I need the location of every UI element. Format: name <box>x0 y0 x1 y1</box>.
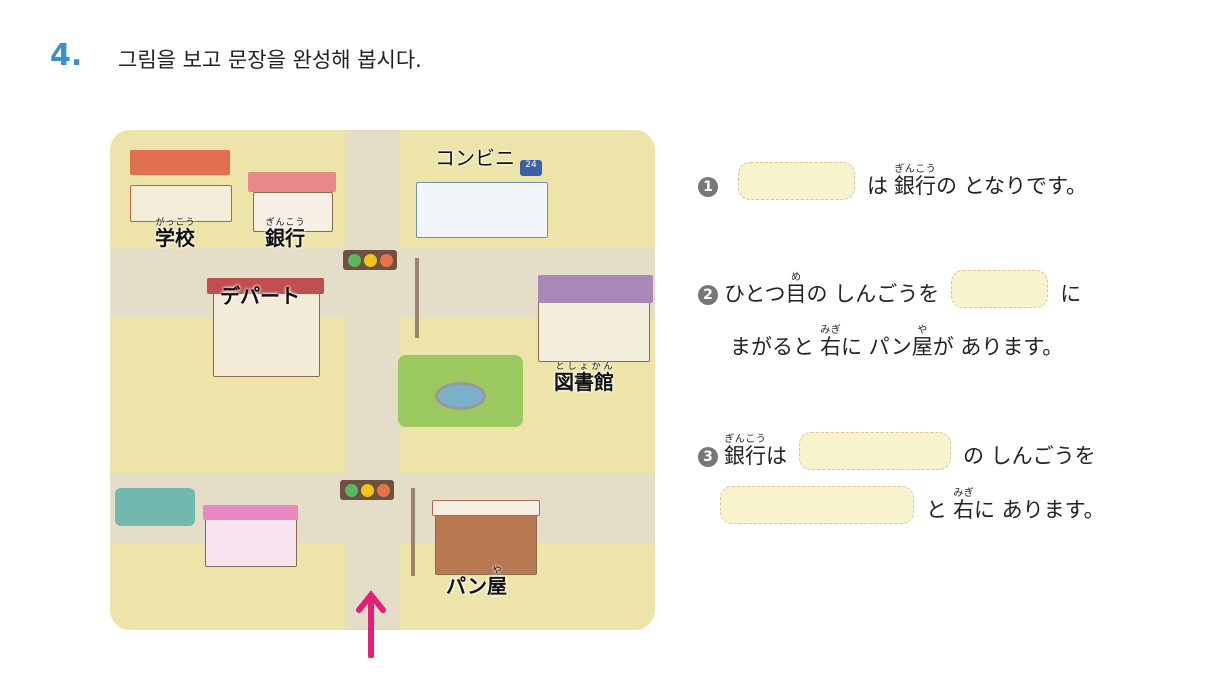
library-roof <box>538 275 653 303</box>
convenience-store-building <box>416 182 548 238</box>
traffic-light-second <box>340 480 394 500</box>
answer-blank-1[interactable] <box>738 162 855 200</box>
question-3-line-2: と 右みぎに あります。 <box>714 486 1105 524</box>
department-store-label: デパート <box>220 284 300 308</box>
answer-blank-3[interactable] <box>799 432 951 470</box>
flower-shop-awning <box>203 505 298 520</box>
number-badge: 3 <box>698 447 718 467</box>
number-badge: 1 <box>698 177 718 197</box>
text: に あります。 <box>974 498 1105 522</box>
bakery-building <box>435 513 537 575</box>
text: まがると <box>730 335 814 359</box>
bakery-roof <box>432 500 540 516</box>
24-hour-sign: 24 <box>520 160 542 176</box>
bank-word: 銀行ぎんこう <box>894 164 936 198</box>
text: の しんごうを <box>963 444 1096 468</box>
town-map: 学校がっこう 銀行ぎんこう コンビニ 24 デパート 図書館としょかん パン屋や <box>110 130 655 630</box>
traffic-light-pole <box>411 488 415 576</box>
number-badge: 2 <box>698 285 718 305</box>
school-roof <box>130 150 230 175</box>
bus <box>115 488 195 526</box>
bakery-label: パン屋や <box>446 566 507 598</box>
question-2-line-2: まがると 右みぎに パン屋やが あります。 <box>730 325 1064 359</box>
question-1: 1 は 銀行ぎんこうの となりです。 <box>698 162 1087 200</box>
vertical-road <box>345 130 400 630</box>
answer-blank-4[interactable] <box>720 486 914 524</box>
convenience-store-label: コンビニ <box>435 146 515 170</box>
question-2: 2 ひとつ目めの しんごうを に <box>698 270 1081 308</box>
text: に <box>1060 282 1082 306</box>
school-building <box>130 185 232 222</box>
text: は <box>867 174 888 198</box>
instruction-text: 그림을 보고 문장을 완성해 봅시다. <box>118 48 422 72</box>
traffic-light-pole <box>415 258 419 338</box>
text: は <box>766 444 787 468</box>
traffic-light-first <box>343 250 397 270</box>
text: ひとつ <box>724 282 786 306</box>
school-label: 学校がっこう <box>155 218 195 250</box>
library-label: 図書館としょかん <box>554 362 614 394</box>
bank-roof <box>248 172 336 192</box>
question-number: 4. <box>50 38 83 73</box>
answer-blank-2[interactable] <box>951 270 1049 308</box>
bank-building <box>253 192 333 232</box>
department-store-roof <box>207 278 324 294</box>
question-3: 3 銀行ぎんこうは の しんごうを <box>698 432 1096 470</box>
text: の となりです。 <box>936 174 1087 198</box>
library-building <box>538 300 650 362</box>
text: が あります。 <box>932 335 1064 359</box>
text: に パン <box>841 335 912 359</box>
bank-label: 銀行ぎんこう <box>265 218 305 250</box>
flower-shop-building <box>205 515 297 567</box>
park-pond <box>435 382 486 410</box>
up-arrow-icon <box>356 590 386 658</box>
text: の しんごうを <box>806 282 940 306</box>
text: と <box>926 498 947 522</box>
